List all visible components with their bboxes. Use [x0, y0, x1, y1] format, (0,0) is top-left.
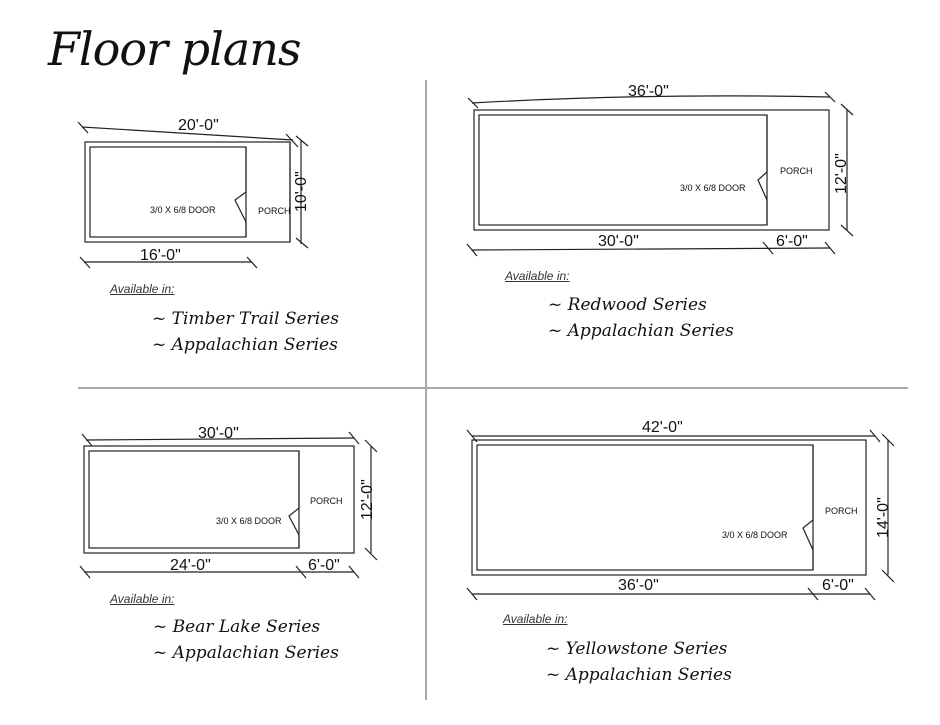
plan-4-side-dim: 14'-0" — [875, 497, 892, 538]
plan-3-available-label: Available in: — [110, 592, 175, 606]
plan-2-porch-label: PORCH — [780, 166, 813, 176]
plan-4-series-2: ~ Appalachian Series — [546, 665, 732, 685]
plan-2-series-2: ~ Appalachian Series — [548, 321, 734, 341]
plan-3-porch-dim: 6'-0" — [308, 557, 340, 574]
plan-1-porch-label: PORCH — [258, 206, 291, 216]
plan-3-series-list: ~ Bear Lake Series ~ Appalachian Series — [153, 614, 339, 666]
plan-1-series-list: ~ Timber Trail Series ~ Appalachian Seri… — [152, 306, 339, 358]
plan-2-top-dim: 36'-0" — [628, 83, 669, 100]
plan-3 — [79, 431, 378, 579]
vertical-divider — [425, 80, 427, 700]
plan-3-side-dim: 12'-0" — [359, 479, 376, 520]
plan-2-series-1: ~ Redwood Series — [548, 295, 707, 315]
plan-3-series-1: ~ Bear Lake Series — [153, 617, 321, 637]
plan-1-available-label: Available in: — [110, 282, 175, 296]
plan-4-top-dim: 42'-0" — [642, 419, 683, 436]
plan-3-top-dim: 30'-0" — [198, 425, 239, 442]
plan-2-porch-dim: 6'-0" — [776, 233, 808, 250]
plan-1-side-dim: 10'-0" — [293, 171, 310, 212]
plan-4-series-1: ~ Yellowstone Series — [546, 639, 728, 659]
plan-2-available-label: Available in: — [505, 269, 570, 283]
plan-4-series-list: ~ Yellowstone Series ~ Appalachian Serie… — [546, 636, 732, 688]
plan-2-door-label: 3/0 X 6/8 DOOR — [680, 183, 746, 193]
plan-3-porch-label: PORCH — [310, 496, 343, 506]
plan-4-door-label: 3/0 X 6/8 DOOR — [722, 530, 788, 540]
plan-2 — [466, 91, 854, 257]
plan-4 — [466, 429, 895, 601]
plan-1-series-1: ~ Timber Trail Series — [152, 309, 339, 329]
plan-3-bottom-dim: 24'-0" — [170, 557, 211, 574]
page-title: Floor plans — [48, 22, 301, 76]
horizontal-divider — [78, 387, 908, 389]
plan-4-porch-dim: 6'-0" — [822, 577, 854, 594]
plan-2-series-list: ~ Redwood Series ~ Appalachian Series — [548, 292, 734, 344]
plan-1-door-label: 3/0 X 6/8 DOOR — [150, 205, 216, 215]
plan-2-bottom-dim: 30'-0" — [598, 233, 639, 250]
plan-1-series-2: ~ Appalachian Series — [152, 335, 338, 355]
plan-1-bottom-dim: 16'-0" — [140, 247, 181, 264]
plan-3-door-label: 3/0 X 6/8 DOOR — [216, 516, 282, 526]
plan-1 — [77, 121, 309, 269]
plan-4-bottom-dim: 36'-0" — [618, 577, 659, 594]
plan-2-side-dim: 12'-0" — [833, 153, 850, 194]
plan-1-top-dim: 20'-0" — [178, 117, 219, 134]
plan-3-series-2: ~ Appalachian Series — [153, 643, 339, 663]
plan-4-porch-label: PORCH — [825, 506, 858, 516]
plan-4-available-label: Available in: — [503, 612, 568, 626]
